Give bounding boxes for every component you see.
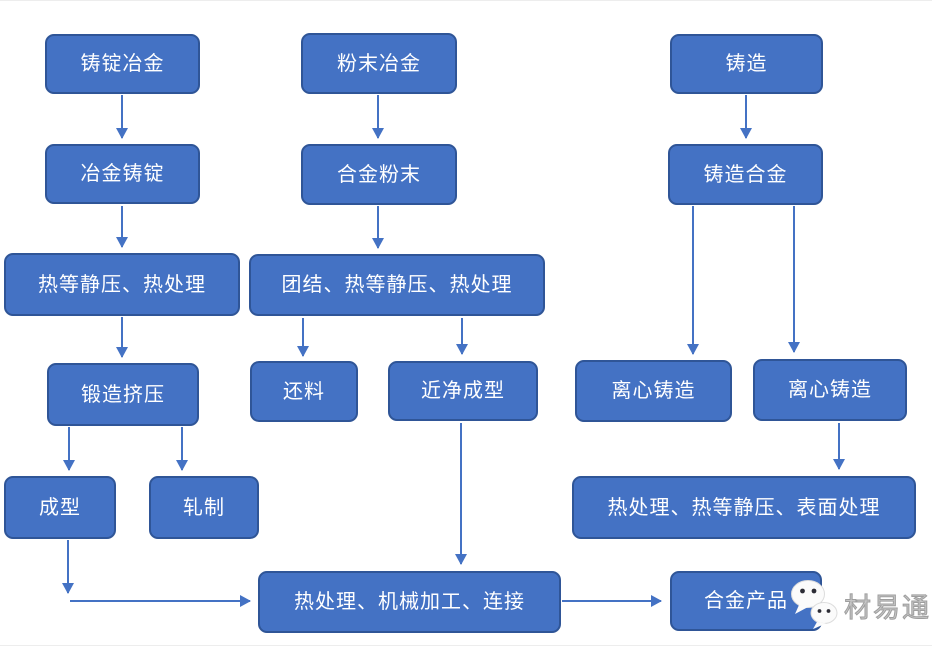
node-near-net-shaping: 近净成型: [388, 361, 538, 421]
node-hip-heat-treatment: 热等静压、热处理: [4, 253, 240, 316]
node-centrifugal-casting-left: 离心铸造: [575, 360, 732, 422]
node-forming: 成型: [4, 476, 116, 539]
node-ingot-metallurgy: 铸锭冶金: [45, 34, 200, 94]
node-heat-machining-joining: 热处理、机械加工、连接: [258, 571, 561, 633]
node-cast-alloy: 铸造合金: [668, 144, 823, 205]
node-metallurgy-ingot: 冶金铸锭: [45, 144, 200, 204]
node-centrifugal-casting-right: 离心铸造: [753, 359, 907, 421]
node-casting: 铸造: [670, 34, 823, 94]
node-heat-hip-surface-treatment: 热处理、热等静压、表面处理: [572, 476, 916, 539]
node-powder-metallurgy: 粉末冶金: [301, 33, 457, 94]
watermark-text: 材易通: [844, 592, 931, 623]
node-forging-extrusion: 锻造挤压: [47, 363, 199, 426]
node-billet: 还料: [250, 361, 358, 422]
node-consolidation-hip-heat: 团结、热等静压、热处理: [249, 254, 545, 316]
node-rolling: 轧制: [149, 476, 259, 539]
node-alloy-powder: 合金粉末: [301, 144, 457, 205]
node-alloy-product: 合金产品: [670, 571, 822, 631]
